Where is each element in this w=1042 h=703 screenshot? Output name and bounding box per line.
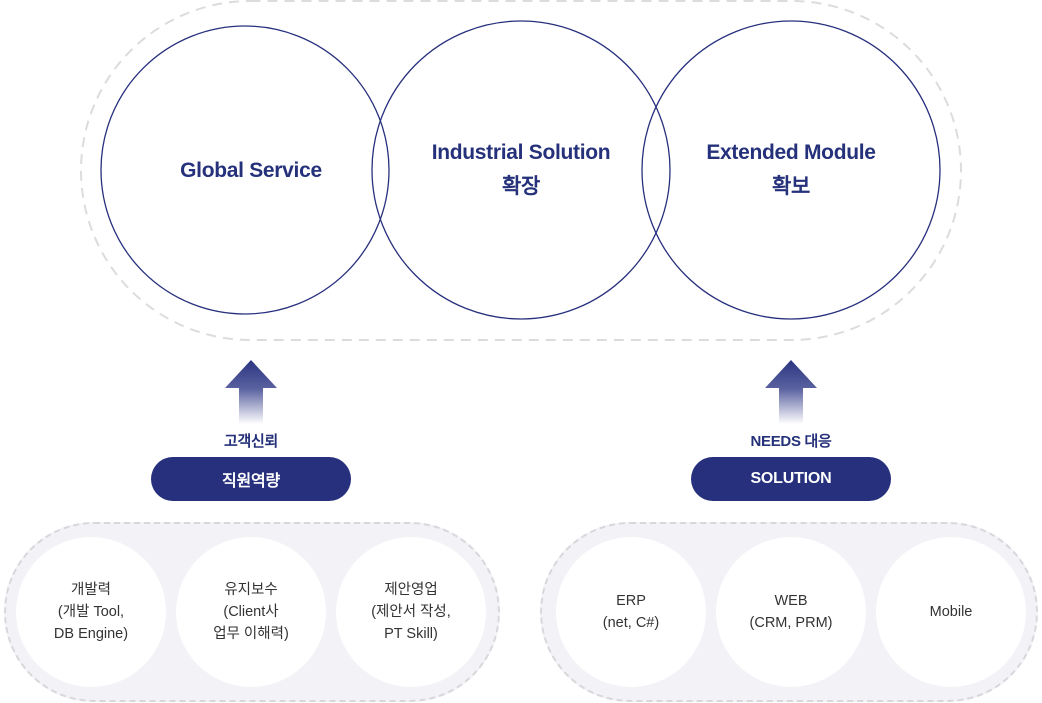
bubble-line: DB Engine) — [53, 626, 129, 642]
bubble-line: (개발 Tool, — [57, 604, 125, 620]
bubble-line: 유지보수 — [224, 582, 278, 598]
circle-industrial-solution — [371, 20, 671, 320]
pill-employee-capability[interactable]: 직원역량 — [151, 457, 351, 501]
circle-extended-module — [641, 20, 941, 320]
label-line1: Global Service — [180, 159, 322, 182]
bubble-line: (CRM, PRM) — [749, 615, 833, 631]
bubble-mobile: Mobile — [876, 537, 1026, 687]
bubble-proposal-sales: 제안영업 (제안서 작성, PT Skill) — [336, 537, 486, 687]
bubble-line: ERP — [616, 593, 646, 609]
bubble-development: 개발력 (개발 Tool, DB Engine) — [16, 537, 166, 687]
bubble-line: (net, C#) — [602, 615, 660, 631]
bubble-line: Mobile — [929, 604, 973, 620]
tag-customer-trust: 고객신뢰 — [223, 433, 278, 450]
bubble-line: PT Skill) — [384, 626, 438, 642]
label-line1: Industrial Solution — [431, 141, 611, 164]
circle-label-global-service: Global Service — [145, 154, 357, 188]
bubble-maintenance: 유지보수 (Client사 업무 이해력) — [176, 537, 326, 687]
bubble-line: 업무 이해력) — [213, 626, 289, 642]
circle-label-industrial-solution: Industrial Solution 확장 — [391, 136, 651, 204]
label-line2: 확보 — [771, 175, 811, 198]
circle-label-extended-module: Extended Module 확보 — [661, 136, 921, 204]
bubble-line: (제안서 작성, — [371, 604, 451, 620]
venn-diagram — [80, 0, 962, 341]
pill-label: SOLUTION — [750, 470, 832, 487]
arrow-up-icon — [225, 360, 277, 424]
bubble-line: (Client사 — [223, 604, 279, 620]
bubble-web: WEB (CRM, PRM) — [716, 537, 866, 687]
bubble-line: 개발력 — [70, 582, 112, 598]
tag-needs-response: NEEDS 대응 — [750, 433, 832, 450]
pill-solution[interactable]: SOLUTION — [691, 457, 891, 501]
pill-label: 직원역량 — [221, 473, 281, 490]
circle-global-service — [100, 25, 390, 315]
label-line1: Extended Module — [706, 141, 876, 164]
bubble-erp: ERP (net, C#) — [556, 537, 706, 687]
bubble-line: WEB — [774, 593, 808, 609]
label-line2: 확장 — [501, 175, 541, 198]
outer-dashed-capsule — [80, 0, 962, 341]
bubble-line: 제안영업 — [384, 582, 438, 598]
arrow-up-icon — [765, 360, 817, 424]
